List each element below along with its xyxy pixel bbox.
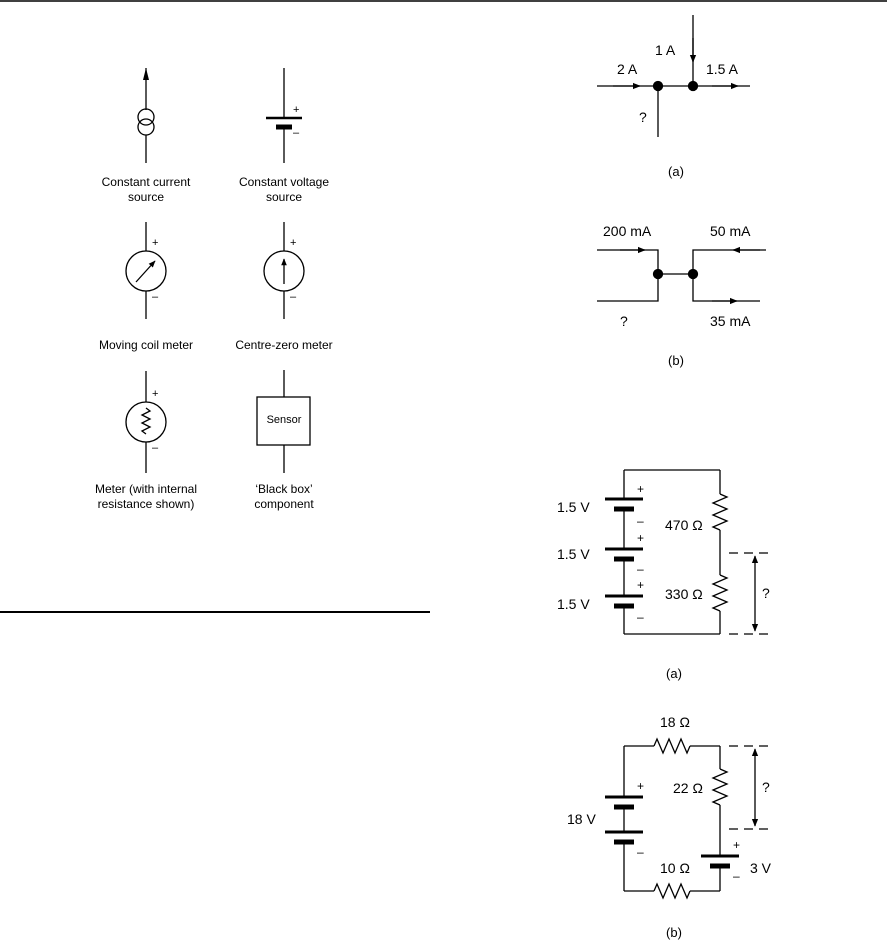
meter-internal-symbol <box>125 371 167 473</box>
node-b-diagram <box>597 246 766 305</box>
caption-line: resistance shown) <box>97 497 195 511</box>
current-source-caption: Constant current source <box>102 175 191 205</box>
moving-coil-minus: – <box>152 291 159 303</box>
black-box-text: Sensor <box>266 414 302 426</box>
node-b-caption: (b) <box>668 353 684 368</box>
caption-line: Meter (with internal <box>94 482 198 496</box>
circuit-b-unknown: ? <box>762 779 770 795</box>
current-source-symbol <box>137 68 155 163</box>
circuit-a-cell-1-plus: + <box>637 482 645 496</box>
circuit-b-left-minus: – <box>637 845 644 859</box>
node-a-left-current: 2 A <box>617 61 638 77</box>
moving-coil-plus: + <box>152 237 159 249</box>
centre-zero-caption: Centre-zero meter <box>235 338 333 352</box>
caption-line: ‘Black box’ <box>255 482 313 496</box>
meter-internal-plus: + <box>152 388 159 400</box>
circuit-b-battery-left: 18 V <box>567 811 596 827</box>
voltage-source-plus: + <box>293 104 300 116</box>
node-b-out-bottom-right: 35 mA <box>710 313 751 329</box>
moving-coil-caption: Moving coil meter <box>98 338 194 352</box>
node-a-right-current: 1.5 A <box>706 61 738 77</box>
circuit-b-left-plus: + <box>637 779 645 793</box>
circuit-b-r-right: 22 Ω <box>673 780 703 796</box>
voltage-source-symbol <box>266 68 302 163</box>
centre-zero-symbol <box>263 222 305 319</box>
voltage-source-caption: Constant voltage source <box>239 175 329 205</box>
node-a-unknown: ? <box>639 109 647 125</box>
centre-zero-plus: + <box>290 237 297 249</box>
voltage-source-minus: – <box>293 127 300 139</box>
node-b-in-top-right: 50 mA <box>710 223 751 239</box>
circuit-a-cell-3-plus: + <box>637 578 645 592</box>
circuit-a-cell-3-minus: – <box>637 610 644 624</box>
black-box-caption: ‘Black box’ component <box>254 482 313 512</box>
meter-internal-caption: Meter (with internal resistance shown) <box>95 482 197 512</box>
circuit-a-unknown: ? <box>762 585 770 601</box>
circuit-a-cell-1-minus: – <box>637 514 644 528</box>
node-a-caption: (a) <box>668 164 684 179</box>
circuit-a-caption: (a) <box>666 666 682 681</box>
circuit-a-cell-2-plus: + <box>637 531 645 545</box>
caption-line: source <box>265 190 303 204</box>
meter-internal-minus: – <box>152 442 159 454</box>
circuit-a-r-bottom: 330 Ω <box>665 586 703 602</box>
circuit-b-right-minus: – <box>733 869 740 883</box>
moving-coil-symbol <box>125 222 167 319</box>
circuit-a-cell-1-voltage: 1.5 V <box>557 499 590 515</box>
caption-line: component <box>254 497 314 511</box>
circuit-b-diagram <box>605 737 772 900</box>
circuit-b-right-plus: + <box>733 838 741 852</box>
black-box-symbol <box>256 370 311 473</box>
node-a-top-current: 1 A <box>655 42 676 58</box>
circuit-a-cell-3-voltage: 1.5 V <box>557 596 590 612</box>
circuit-b-battery-right: 3 V <box>750 860 772 876</box>
caption-line: source <box>127 190 165 204</box>
circuit-a-cell-2-minus: – <box>637 562 644 576</box>
node-a-diagram <box>597 15 750 137</box>
circuit-a-r-top: 470 Ω <box>665 517 703 533</box>
caption-line: Constant current <box>101 175 191 189</box>
node-b-unknown: ? <box>620 313 628 329</box>
centre-zero-minus: – <box>290 291 297 303</box>
circuit-b-r-top: 18 Ω <box>660 714 690 730</box>
caption-line: Constant voltage <box>238 175 330 189</box>
circuit-b-caption: (b) <box>666 925 682 940</box>
circuit-a-cell-2-voltage: 1.5 V <box>557 546 590 562</box>
circuit-b-r-bottom: 10 Ω <box>660 860 690 876</box>
circuit-a-diagram <box>605 469 772 635</box>
node-b-in-top-left: 200 mA <box>603 223 652 239</box>
